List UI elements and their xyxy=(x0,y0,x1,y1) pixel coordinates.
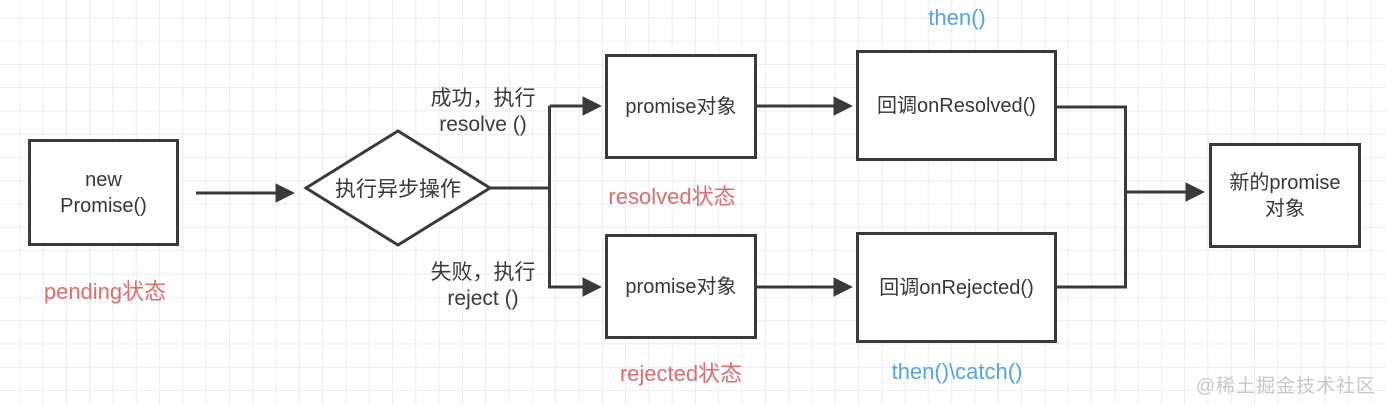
node-on-rejected: 回调onRejected() xyxy=(856,232,1057,343)
node-async-operation: 执行异步操作 xyxy=(335,178,461,201)
label-success-branch: 成功，执行 resolve () xyxy=(430,87,536,137)
node-new-promise: new Promise() xyxy=(28,139,179,246)
node-result-promise: 新的promise 对象 xyxy=(1209,143,1361,248)
merge-from-onresolved xyxy=(1057,105,1127,194)
label-fail-branch: 失败，执行 reject () xyxy=(430,261,536,311)
label-pending-status: pending状态 xyxy=(43,279,167,304)
node-promise-resolved: promise对象 xyxy=(605,54,757,159)
watermark-text: @稀土掘金技术社区 xyxy=(1195,376,1376,397)
merge-from-onrejected xyxy=(1057,190,1127,289)
node-promise-rejected: promise对象 xyxy=(605,234,757,339)
node-on-resolved: 回调onResolved() xyxy=(856,50,1057,161)
label-resolved-status: resolved状态 xyxy=(608,184,736,209)
label-rejected-status: rejected状态 xyxy=(619,361,743,386)
label-then-catch-method: then()\catch() xyxy=(891,359,1023,384)
label-then-method: then() xyxy=(928,5,986,30)
